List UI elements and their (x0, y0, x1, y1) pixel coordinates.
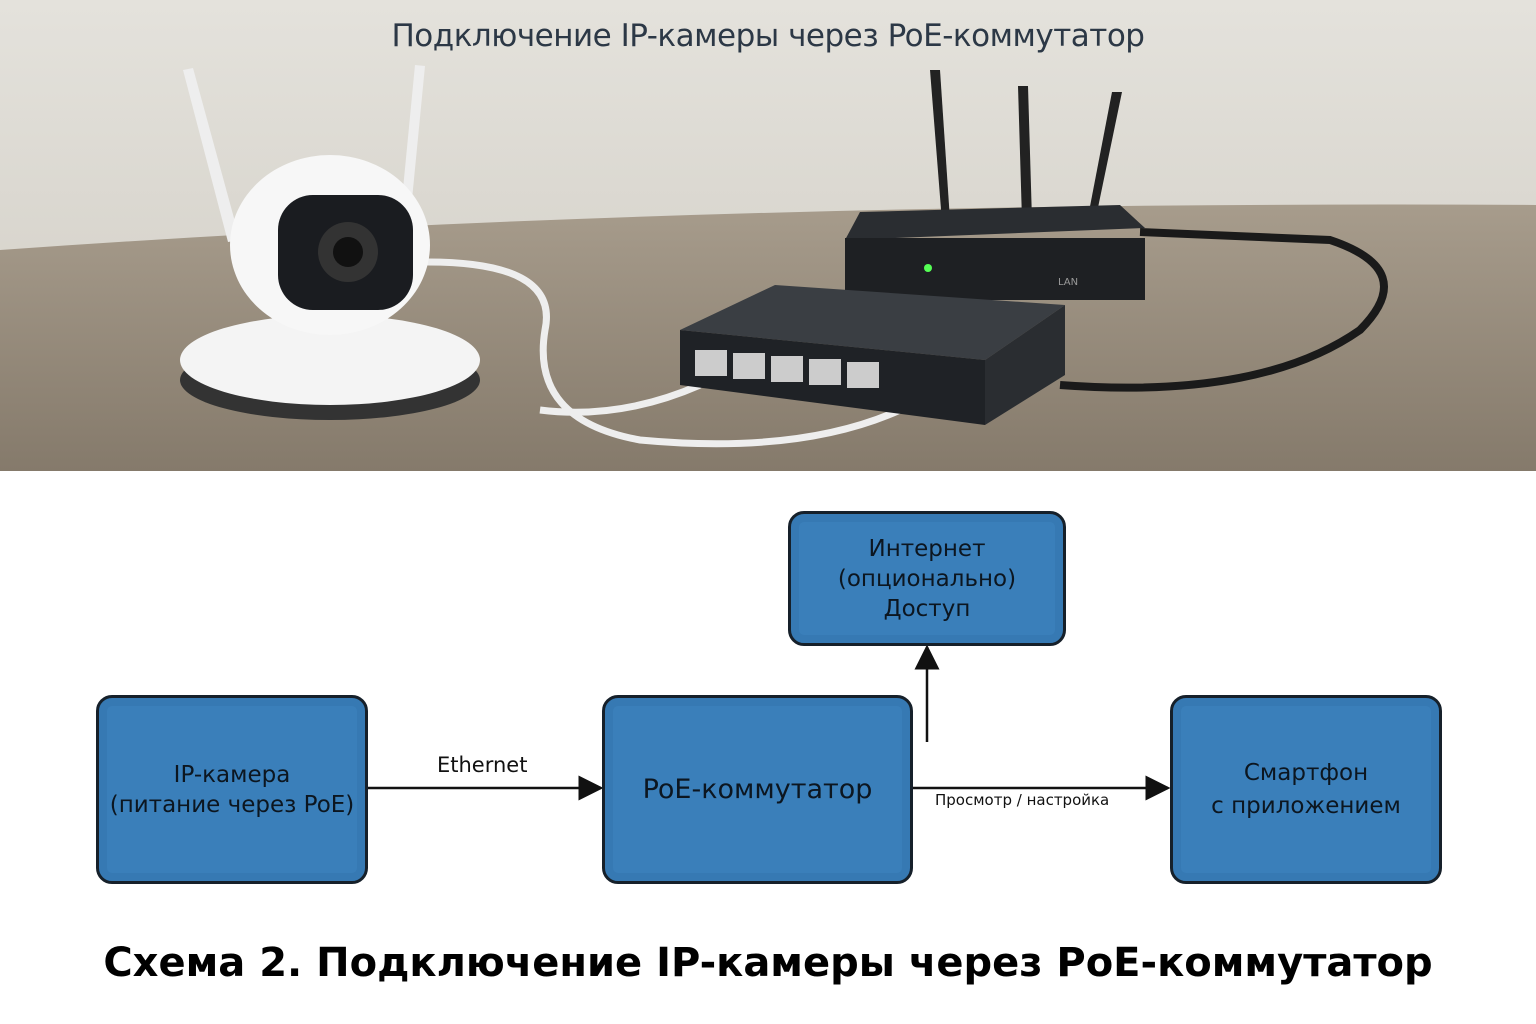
node-smartphone-line2: с приложением (1211, 792, 1401, 819)
poe-switch (680, 285, 1065, 425)
edge-label-view-settings: Просмотр / настройка (935, 791, 1110, 809)
node-internet: Интернет (опционально) Доступ (788, 511, 1066, 646)
node-internet-line2: (опционально) (837, 565, 1017, 592)
setup-photo: LAN (0, 0, 1536, 471)
figure-caption: Схема 2. Подключение IP-камеры через PoE… (103, 940, 1433, 986)
node-ip-camera: IP-камера (питание через PoE) (96, 695, 368, 884)
node-ip-camera-line1: IP-камера (173, 761, 291, 788)
edge-label-ethernet: Ethernet (437, 753, 528, 777)
node-poe-switch: PoE-коммутатор (602, 695, 913, 884)
node-internet-line1: Интернет (868, 535, 986, 562)
photo-illustration: LAN Подключение IP-камеры через PoE-комм… (0, 0, 1536, 471)
ip-camera (180, 65, 480, 420)
router-lan-label: LAN (1058, 277, 1078, 288)
node-smartphone-line1: Смартфон (1243, 759, 1369, 786)
node-smartphone: Смартфон с приложением (1170, 695, 1442, 884)
router: LAN (845, 70, 1145, 300)
node-ip-camera-line2: (питание через PoE) (109, 791, 355, 818)
photo-title: Подключение IP-камеры через PoE-коммутат… (391, 18, 1145, 54)
node-poe-switch-label: PoE-коммутатор (642, 773, 873, 805)
node-internet-line3: Доступ (883, 595, 971, 622)
